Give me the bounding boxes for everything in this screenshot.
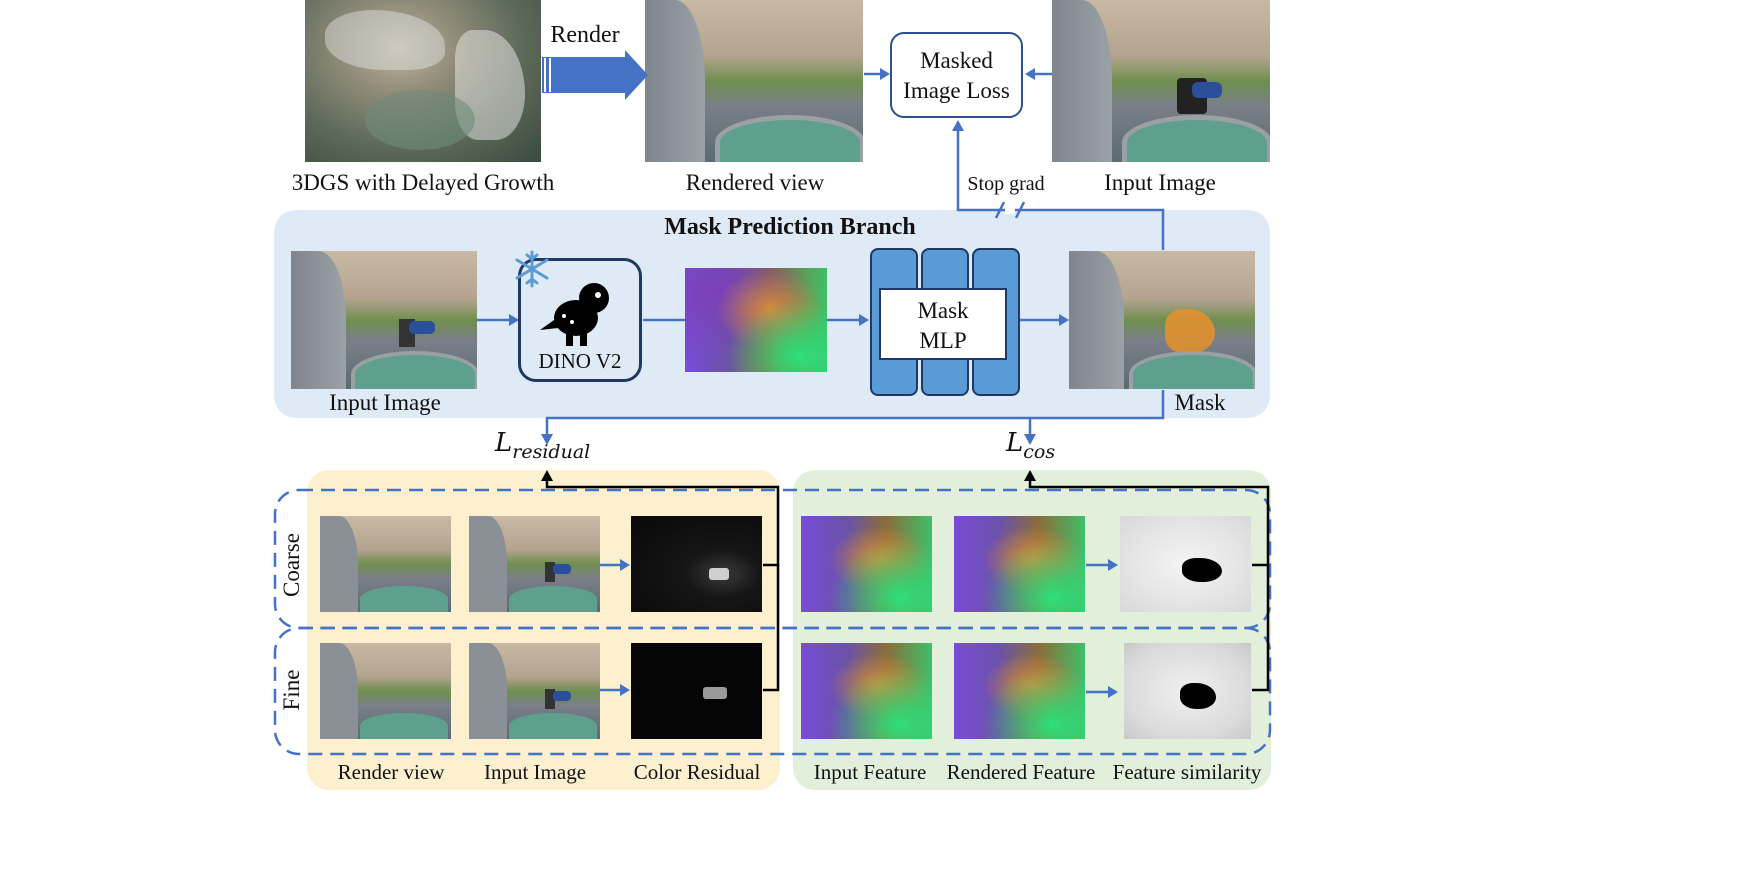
rendered-view-caption: Rendered view xyxy=(685,170,825,195)
dino-encoder-box: DINO V2 xyxy=(518,258,642,382)
coarse-color-residual xyxy=(631,516,762,612)
rendered-view-image-top xyxy=(645,0,863,162)
branch-input-image xyxy=(291,251,477,389)
input-image-caption-top: Input Image xyxy=(1104,170,1216,195)
dinosaur-icon xyxy=(540,283,609,346)
coarse-row-label: Coarse xyxy=(279,533,304,597)
mlp-line2: MLP xyxy=(919,328,967,353)
loss-box-line1: Masked xyxy=(920,48,993,73)
gaussians-image xyxy=(305,0,541,162)
caption-rendered-feature: Rendered Feature xyxy=(946,760,1096,784)
fine-rendered-feature xyxy=(954,643,1085,739)
input-image-top xyxy=(1052,0,1270,162)
caption-input-image: Input Image xyxy=(483,760,587,784)
fine-render-view xyxy=(320,643,451,739)
mask-output-image xyxy=(1069,251,1255,389)
cos-loss-symbol: Lcos xyxy=(1006,428,1056,463)
caption-feature-similarity: Feature similarity xyxy=(1112,760,1262,784)
render-label: Render xyxy=(550,22,620,48)
loss-box-line2: Image Loss xyxy=(903,78,1010,103)
coarse-feature-similarity xyxy=(1120,516,1251,612)
coarse-input-image xyxy=(469,516,600,612)
caption-color-residual: Color Residual xyxy=(633,760,761,784)
coarse-rendered-feature xyxy=(954,516,1085,612)
render-arrow xyxy=(542,50,648,100)
dino-label: DINO V2 xyxy=(538,349,622,373)
masked-image-loss-box: Masked Image Loss xyxy=(890,32,1023,118)
fine-color-residual xyxy=(631,643,762,739)
caption-render-view: Render view xyxy=(337,760,445,784)
mask-mlp-box: Mask MLP xyxy=(879,288,1007,360)
mask-overlay xyxy=(1165,309,1215,353)
branch-input-caption: Input Image xyxy=(329,390,441,415)
stop-grad-label: Stop grad xyxy=(967,173,1045,195)
mask-caption: Mask xyxy=(1174,390,1226,415)
fine-input-feature xyxy=(801,643,932,739)
residual-loss-symbol: Lresidual xyxy=(495,428,591,463)
fine-feature-similarity xyxy=(1124,643,1251,739)
coarse-input-feature xyxy=(801,516,932,612)
fine-row-label: Fine xyxy=(279,669,304,711)
mask-branch-title: Mask Prediction Branch xyxy=(664,214,916,240)
snowflake-icon xyxy=(515,250,549,288)
mlp-line1: Mask xyxy=(917,298,969,323)
gaussians-caption: 3DGS with Delayed Growth xyxy=(291,170,555,195)
fine-input-image xyxy=(469,643,600,739)
dino-feature-map xyxy=(685,268,827,372)
coarse-render-view xyxy=(320,516,451,612)
caption-input-feature: Input Feature xyxy=(813,760,927,784)
